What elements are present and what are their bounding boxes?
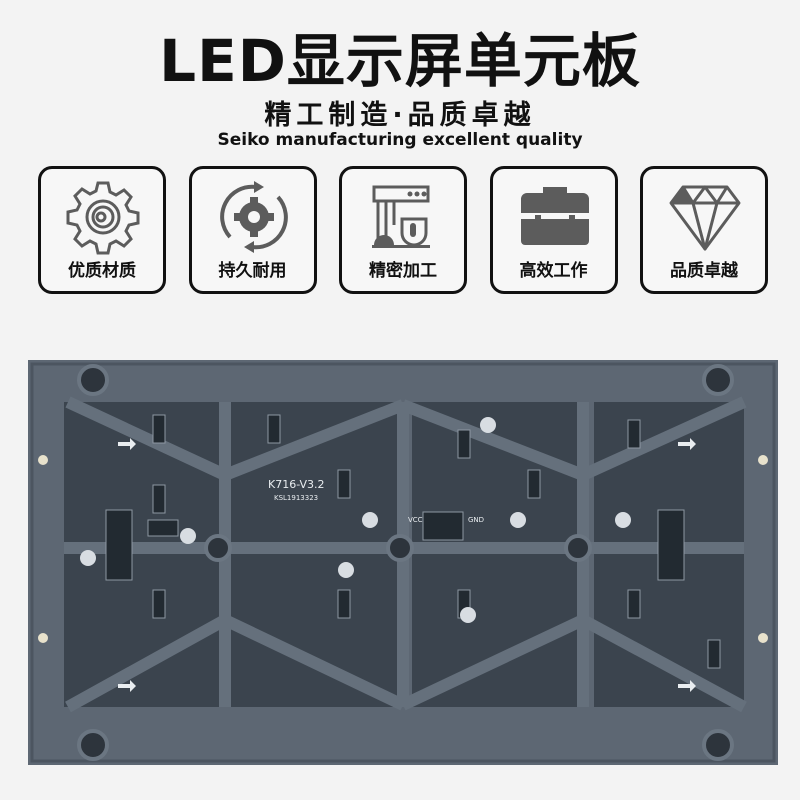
feature-label: 高效工作 (519, 261, 588, 281)
toolbox-icon (520, 187, 589, 245)
feature-label: 品质卓越 (670, 261, 738, 281)
gnd-label: GND (468, 516, 484, 524)
direction-arrows (118, 438, 696, 692)
diamond-icon (669, 185, 741, 251)
rotating-gear-icon (219, 181, 288, 253)
feature-card-efficient: 高效工作 (489, 166, 618, 294)
model-label: K716-V3.2 (268, 478, 325, 491)
page-title: LED显示屏单元板 (159, 27, 641, 95)
led-unit-board-photo: K716-V3.2 KSL1913323 VCC GND (28, 360, 778, 765)
chips (105, 414, 721, 669)
mounting-holes (77, 364, 734, 761)
gear-icon (66, 181, 140, 255)
feature-card-material: 优质材质 (38, 166, 166, 294)
screw-holes (38, 455, 768, 643)
machine-icon (372, 185, 430, 248)
feature-card-durable: 持久耐用 (188, 166, 317, 294)
feature-label: 持久耐用 (218, 261, 287, 281)
pcb-quadrants (64, 402, 744, 707)
subtitle: 精工制造·品质卓越 (264, 100, 536, 131)
batch-label: KSL1913323 (274, 494, 318, 502)
subtitle-english: Seiko manufacturing excellent quality (217, 130, 583, 150)
feature-card-precision: 精密加工 (339, 166, 467, 294)
feature-list: 优质材质 持久耐用 精密加工 高效工作 (38, 166, 768, 294)
feature-card-quality: 品质卓越 (640, 166, 768, 294)
feature-label: 精密加工 (369, 261, 437, 281)
capacitors (80, 417, 631, 623)
vcc-label: VCC (408, 516, 423, 524)
feature-label: 优质材质 (68, 261, 136, 281)
